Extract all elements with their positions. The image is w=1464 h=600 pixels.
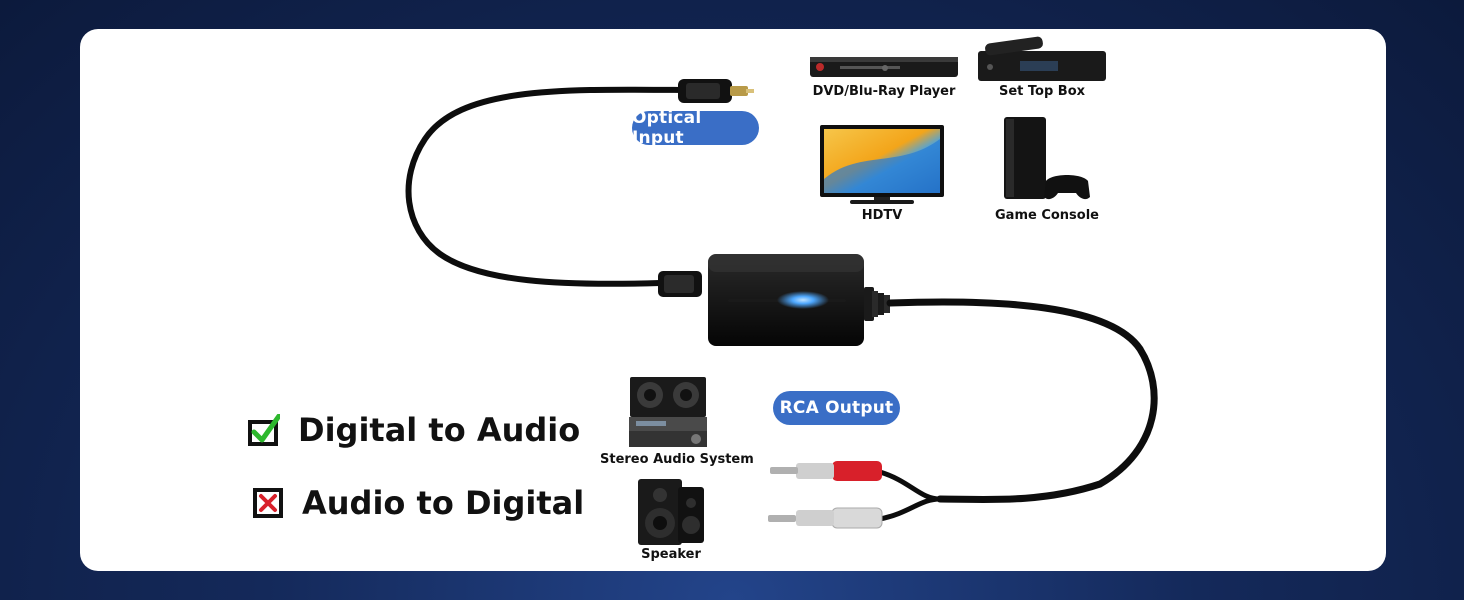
feature-unsupported: Audio to Digital	[252, 484, 584, 522]
stereo-system-label: Stereo Audio System	[600, 452, 754, 467]
feature-supported-text: Digital to Audio	[298, 411, 581, 449]
optical-plug-box	[658, 271, 702, 297]
game-console-image	[1004, 117, 1090, 200]
check-icon	[248, 414, 280, 446]
hdtv-label: HDTV	[861, 208, 903, 223]
rca-output-label: RCA Output	[773, 391, 900, 425]
speaker-label: Speaker	[641, 547, 701, 562]
dvd-player-label: DVD/Blu-Ray Player	[812, 84, 956, 99]
optical-cable	[405, 86, 685, 287]
optical-plug-top	[678, 79, 754, 103]
game-console-label: Game Console	[995, 208, 1099, 223]
converter-box	[708, 254, 890, 346]
rca-red-plug	[770, 461, 882, 481]
optical-input-label: Optical Input	[632, 108, 759, 148]
feature-unsupported-text: Audio to Digital	[302, 484, 585, 522]
speaker-image	[638, 479, 704, 545]
rca-cable	[886, 298, 1158, 504]
stereo-system-image	[629, 377, 707, 447]
dvd-player-image	[810, 57, 958, 77]
set-top-box-label: Set Top Box	[998, 84, 1086, 99]
cross-icon	[253, 488, 283, 518]
cable-illustration	[405, 36, 1158, 545]
set-top-box-image	[978, 36, 1106, 81]
hdtv-image	[820, 125, 944, 204]
product-card: Optical Input RCA Output DVD/Blu-Ray Pla…	[80, 29, 1386, 571]
rca-white-plug	[768, 507, 883, 529]
feature-supported: Digital to Audio	[248, 411, 580, 449]
